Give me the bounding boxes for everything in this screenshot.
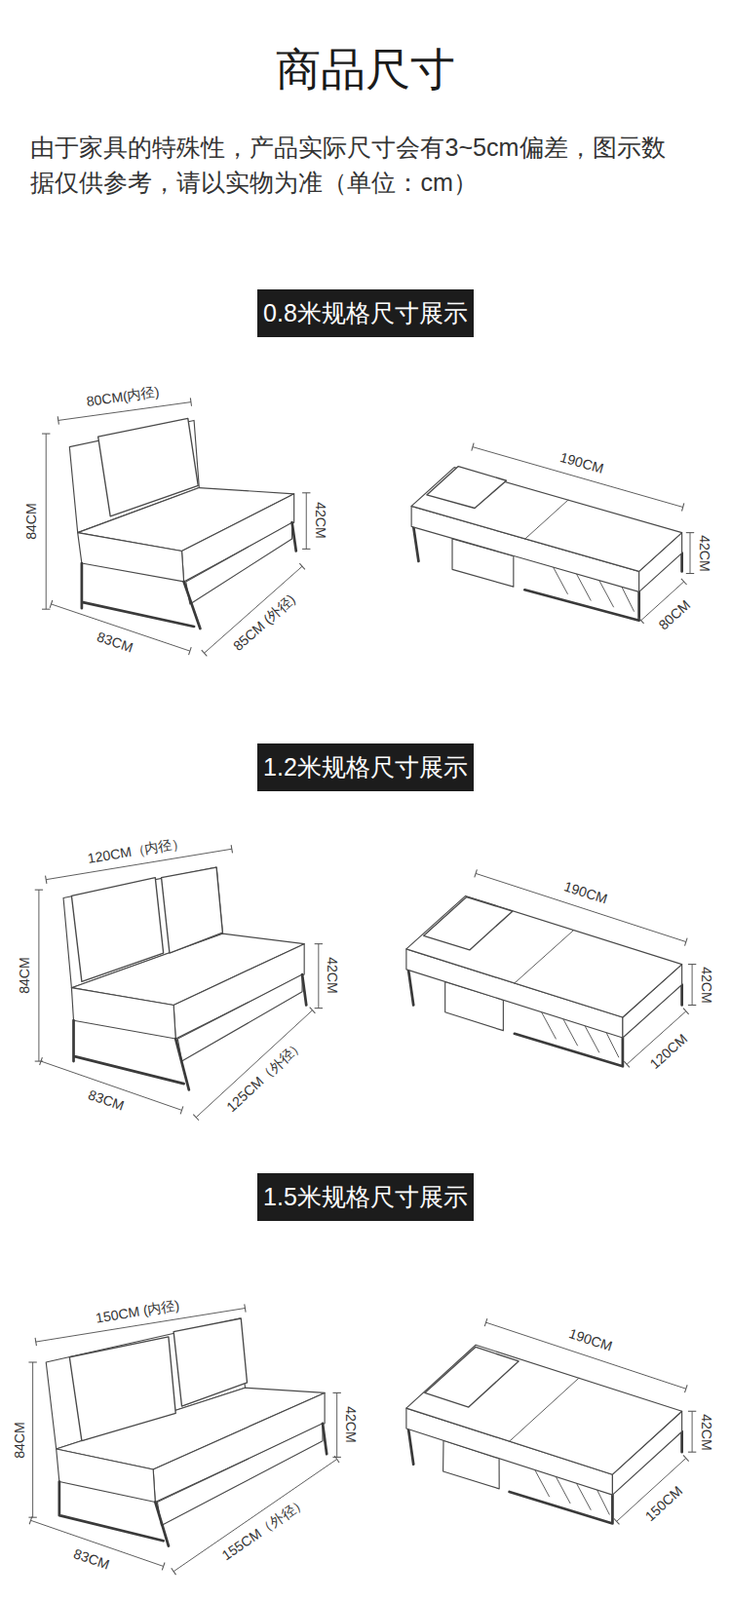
metal-frame bbox=[59, 1423, 327, 1547]
dimension-label: 84CM bbox=[23, 500, 39, 542]
dimension-label: 42CM bbox=[698, 964, 715, 1006]
dimension-line bbox=[475, 873, 687, 942]
back-pillow bbox=[98, 418, 199, 517]
dimension-line bbox=[486, 1322, 687, 1389]
mattress-seam bbox=[525, 500, 569, 539]
seat-side bbox=[56, 1449, 156, 1502]
dimension-lines bbox=[475, 873, 693, 1065]
bed-pillow bbox=[423, 896, 513, 950]
dimension-line bbox=[472, 447, 684, 508]
dimension-line bbox=[195, 1010, 312, 1118]
dimension-label: 120CM bbox=[645, 1029, 693, 1074]
dimension-label: 42CM bbox=[312, 500, 329, 541]
seat-side bbox=[77, 533, 185, 582]
dimension-line bbox=[173, 1459, 338, 1572]
dimension-label: 80CM(内径) bbox=[82, 384, 162, 411]
dimension-line bbox=[32, 1362, 34, 1518]
dimension-label: 42CM bbox=[324, 956, 341, 998]
dimension-line bbox=[692, 1411, 693, 1453]
dimension-label: 83CM bbox=[84, 1086, 129, 1116]
dimension-line bbox=[45, 433, 47, 610]
back-pillow bbox=[69, 1337, 176, 1442]
dimension-line bbox=[336, 1392, 338, 1458]
mattress-seam bbox=[514, 930, 575, 984]
dimension-lines bbox=[486, 1322, 693, 1522]
sofa-bed bbox=[406, 1345, 683, 1524]
bed-pillow bbox=[424, 1346, 519, 1408]
back-pillow bbox=[161, 867, 224, 954]
dimension-label: 190CM bbox=[565, 1325, 616, 1356]
dimension-label: 84CM bbox=[11, 1420, 28, 1462]
dimension-label: 150CM (内径) bbox=[92, 1297, 183, 1327]
back-pillow bbox=[71, 878, 163, 983]
section-title: 1.5米规格尺寸展示 bbox=[263, 1181, 468, 1214]
dimension-label: 42CM bbox=[343, 1404, 359, 1446]
dimension-label: 42CM bbox=[698, 1412, 715, 1454]
dimension-label: 155CM（外径） bbox=[217, 1494, 311, 1566]
bed-pillow bbox=[426, 466, 507, 509]
section-title: 1.2米规格尺寸展示 bbox=[263, 751, 468, 784]
dimension-label: 84CM bbox=[16, 956, 33, 998]
dimension-label: 190CM bbox=[560, 877, 612, 907]
dimension-label: 150CM bbox=[640, 1481, 688, 1526]
note-text: 由于家具的特殊性，产品实际尺寸会有3~5cm偏差，图示数据仅供参考，请以实物为准… bbox=[30, 129, 682, 200]
dimension-line bbox=[692, 964, 693, 1006]
sofa-loveseat bbox=[63, 867, 307, 1090]
dimension-line bbox=[690, 533, 692, 575]
page-title: 商品尺寸 bbox=[275, 42, 456, 97]
dimension-label: 83CM bbox=[70, 1544, 115, 1574]
dimension-line bbox=[317, 944, 319, 1009]
dimension-line bbox=[58, 402, 192, 422]
seat-side bbox=[71, 988, 176, 1039]
dimension-label: 83CM bbox=[93, 627, 138, 656]
dimension-label: 120CM（内径） bbox=[84, 834, 190, 867]
section-title: 0.8米规格尺寸展示 bbox=[263, 297, 468, 330]
sofa-bed bbox=[411, 466, 683, 621]
mattress-top bbox=[406, 1345, 683, 1475]
mattress-seam bbox=[509, 1378, 579, 1442]
dimension-label: 125CM（外径） bbox=[222, 1035, 309, 1116]
back-pillow bbox=[173, 1318, 247, 1407]
dimension-label: 42CM bbox=[696, 533, 713, 575]
sofa-bed bbox=[406, 895, 683, 1067]
dimension-label: 190CM bbox=[556, 448, 608, 477]
section-band: 0.8米规格尺寸展示 bbox=[257, 289, 474, 338]
dimension-lines bbox=[31, 1308, 338, 1573]
dimension-lines bbox=[38, 848, 319, 1117]
section-band: 1.5米规格尺寸展示 bbox=[257, 1173, 474, 1222]
sofa-base bbox=[186, 522, 293, 605]
dimension-label: 80CM bbox=[654, 595, 695, 635]
mattress-top bbox=[406, 895, 683, 1018]
dimension-line bbox=[38, 889, 39, 1062]
section-band: 1.2米规格尺寸展示 bbox=[257, 743, 474, 792]
dimension-lines bbox=[472, 447, 691, 621]
sofa-chair bbox=[69, 418, 296, 629]
dimension-line bbox=[306, 493, 308, 550]
